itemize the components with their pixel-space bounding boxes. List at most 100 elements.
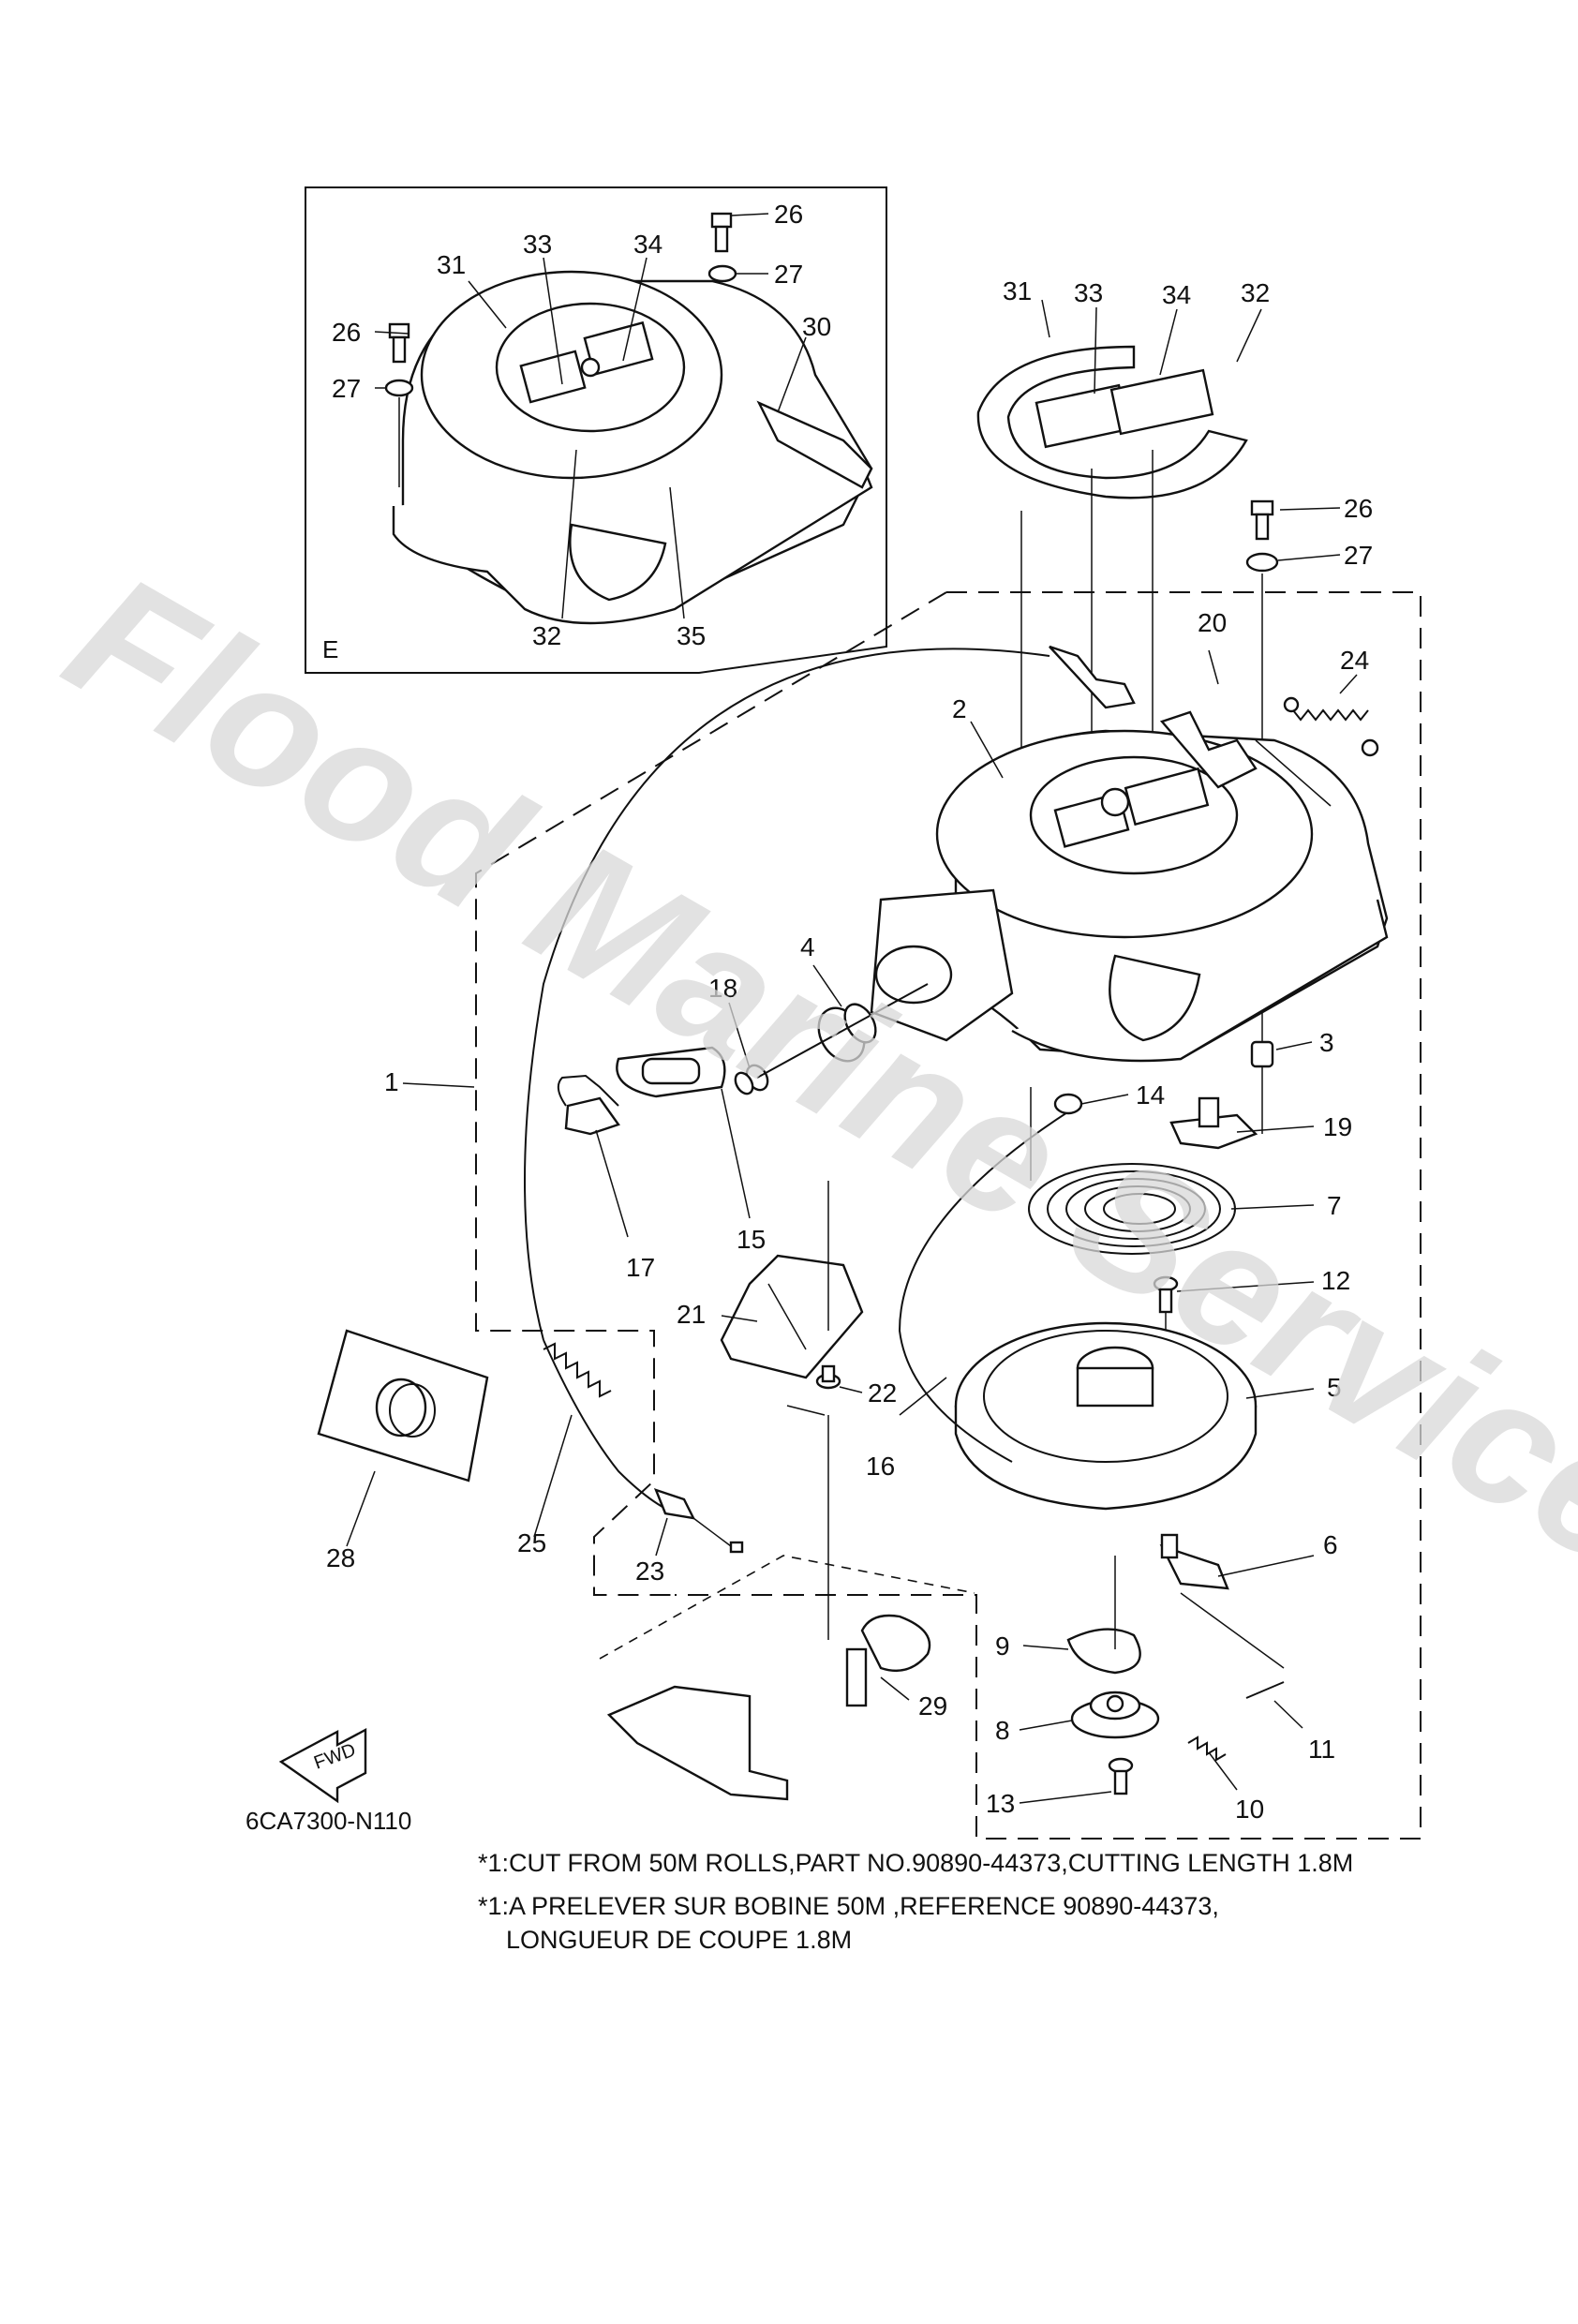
spring-10 [1187,1736,1227,1762]
grommet-18 [734,1064,769,1095]
cable-clip [1049,645,1136,709]
callout: 26 [1344,494,1373,523]
callout: 23 [635,1557,664,1586]
inset-cover-30 [756,400,873,489]
callout: 18 [708,974,737,1003]
callout: 32 [1241,278,1270,307]
fwd-arrow-icon: FWD [278,1728,367,1804]
screw-12 [1153,1275,1179,1314]
grommet-4 [817,1003,877,1063]
decal-ring-31 [976,345,1248,499]
pawl-pin [1160,1533,1179,1559]
bolt-22 [815,1364,841,1390]
cable-end-14 [1053,1093,1083,1115]
spring-24 [1283,696,1379,757]
callout: 3 [1319,1028,1334,1057]
inset-callout: 30 [802,312,831,341]
callout: 13 [986,1789,1015,1818]
bolt-26 [1250,499,1274,541]
rope-knot [557,1074,619,1107]
stopper-19 [1169,1113,1258,1150]
note-french-line2: LONGUEUR DE COUPE 1.8M [506,1926,853,1954]
callout: 29 [918,1691,947,1721]
inset-callout: 27 [332,374,361,403]
bracket-rib [767,1283,807,1350]
lock-link-20 [1159,710,1258,789]
callout: 31 [1003,276,1032,305]
bracket-21 [720,1254,864,1379]
inset-bolt-26-top [710,212,733,253]
inset-detail-e: E 26 27 31 33 34 26 27 30 32 35 [305,186,887,674]
rope-drum-5 [954,1321,1258,1511]
inset-callout: 26 [774,200,803,229]
stopper-post [1198,1096,1220,1128]
group-boundary-left [475,591,947,1596]
inset-decal-34 [583,320,654,377]
main-assembly: FWD 31 33 [278,276,1422,1840]
spiral-spring-7 [1028,1163,1236,1255]
inset-callout: 33 [523,230,552,259]
callout: 6 [1323,1530,1338,1559]
housing-handle-cup [1109,954,1201,1042]
inset-bolt-26-left [388,322,410,364]
housing-decal-right [1124,767,1210,827]
callout: 8 [995,1716,1010,1745]
callout: 14 [1136,1080,1165,1110]
start-cable-16 [898,1105,1079,1463]
inset-washer-27-top [707,264,737,283]
callout: 9 [995,1631,1010,1661]
group-boundary-main [675,591,1422,1840]
cable-end-23 [653,1488,696,1520]
inset-callout: 31 [437,250,466,279]
inset-washer-27-left [384,379,414,397]
callout: 34 [1162,280,1191,309]
inset-decal-33 [519,350,587,404]
callout: 4 [800,932,815,961]
inset-callout: 35 [677,621,706,650]
callout: 5 [1327,1373,1342,1402]
washer-27 [1245,552,1279,573]
inset-center-hole [580,357,601,378]
starter-rope [756,983,929,1079]
callout: 12 [1321,1266,1350,1295]
callout: 15 [737,1225,766,1254]
pawl-6 [1159,1543,1229,1590]
housing-center-boss [1100,787,1130,817]
callout: 25 [517,1528,546,1557]
inset-callout: 32 [532,621,561,650]
callout: 28 [326,1543,355,1572]
callout: 20 [1198,608,1227,637]
callout: 27 [1344,541,1373,570]
inset-callout: 34 [633,230,662,259]
lower-bracket-outline [599,1555,975,1660]
main-cable-1 [524,648,1050,1341]
plate-9 [1066,1628,1141,1675]
callout: 24 [1340,646,1369,675]
callout: 22 [868,1378,897,1408]
diagram-code: 6CA7300-N110 [246,1807,412,1835]
handle-grip [641,1057,701,1085]
retainer-8 [1070,1691,1160,1739]
inset-frame [305,186,887,674]
callout: 33 [1074,278,1103,307]
cover-28-hole [375,1378,427,1438]
callout: 1 [384,1067,399,1096]
holder-post [845,1647,868,1707]
inset-label-e: E [322,635,338,663]
callout: 11 [1308,1735,1335,1764]
lower-bracket [606,1685,789,1801]
callout: 10 [1235,1795,1264,1824]
callout: 16 [866,1452,895,1481]
note-english: *1:CUT FROM 50M ROLLS,PART NO.90890-4437… [478,1849,1354,1877]
inset-handle-guide [569,523,667,602]
callout: 21 [677,1300,706,1329]
pin-11 [1245,1681,1285,1699]
handle-insert-17 [564,1096,620,1136]
collar-3 [1250,1040,1274,1068]
decal-34 [1109,368,1214,436]
rope-guide-bore [874,945,953,1005]
callout: 17 [626,1253,655,1282]
cable-25 [543,1339,685,1517]
screw-13 [1108,1757,1134,1795]
